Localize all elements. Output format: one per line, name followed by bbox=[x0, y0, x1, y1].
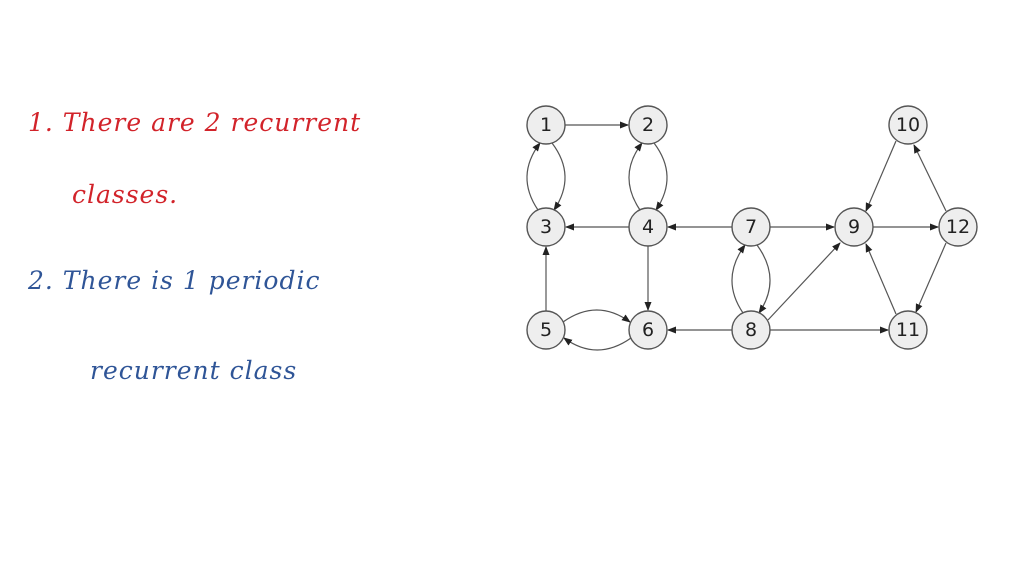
svg-text:5: 5 bbox=[540, 319, 552, 341]
svg-text:2: 2 bbox=[642, 114, 654, 136]
state-node: 5 bbox=[526, 310, 566, 350]
edge-8-7 bbox=[731, 244, 746, 314]
note-1-line-2: classes. bbox=[72, 180, 179, 209]
state-node: 11 bbox=[888, 310, 928, 350]
edge-2-4 bbox=[653, 142, 668, 211]
svg-text:6: 6 bbox=[642, 319, 654, 341]
svg-text:10: 10 bbox=[896, 114, 920, 136]
state-node: 2 bbox=[628, 105, 668, 145]
state-node: 10 bbox=[888, 105, 928, 145]
edge-12-11 bbox=[915, 242, 947, 313]
svg-text:12: 12 bbox=[946, 216, 970, 238]
svg-text:4: 4 bbox=[642, 216, 654, 238]
svg-text:11: 11 bbox=[896, 319, 920, 341]
svg-text:1: 1 bbox=[540, 114, 552, 136]
edge-10-9 bbox=[865, 140, 897, 212]
edge-7-8 bbox=[756, 244, 771, 314]
edge-12-10 bbox=[913, 144, 947, 212]
state-node: 1 bbox=[526, 105, 566, 145]
svg-text:9: 9 bbox=[848, 216, 860, 238]
nodes: 1 2 10 3 4 7 9 12 5 6 8 11 bbox=[526, 105, 978, 350]
edge-3-1 bbox=[526, 142, 541, 211]
edge-4-2 bbox=[628, 142, 643, 211]
state-node: 3 bbox=[526, 207, 566, 247]
state-node: 8 bbox=[731, 310, 771, 350]
edges bbox=[526, 121, 947, 351]
svg-text:7: 7 bbox=[745, 216, 757, 238]
svg-text:8: 8 bbox=[745, 319, 757, 341]
state-node: 12 bbox=[938, 207, 978, 247]
svg-text:3: 3 bbox=[540, 216, 552, 238]
edge-6-5 bbox=[563, 337, 632, 351]
note-2-line-2: recurrent class bbox=[90, 356, 298, 385]
state-node: 6 bbox=[628, 310, 668, 350]
edge-5-6 bbox=[562, 309, 631, 323]
note-1-line-1: 1. There are 2 recurrent bbox=[28, 108, 362, 137]
state-node: 7 bbox=[731, 207, 771, 247]
edge-1-3 bbox=[551, 142, 566, 211]
note-2-line-1: 2. There is 1 periodic bbox=[28, 266, 321, 295]
edge-8-9 bbox=[767, 242, 841, 321]
state-node: 9 bbox=[834, 207, 874, 247]
state-node: 4 bbox=[628, 207, 668, 247]
edge-11-9 bbox=[865, 243, 897, 315]
